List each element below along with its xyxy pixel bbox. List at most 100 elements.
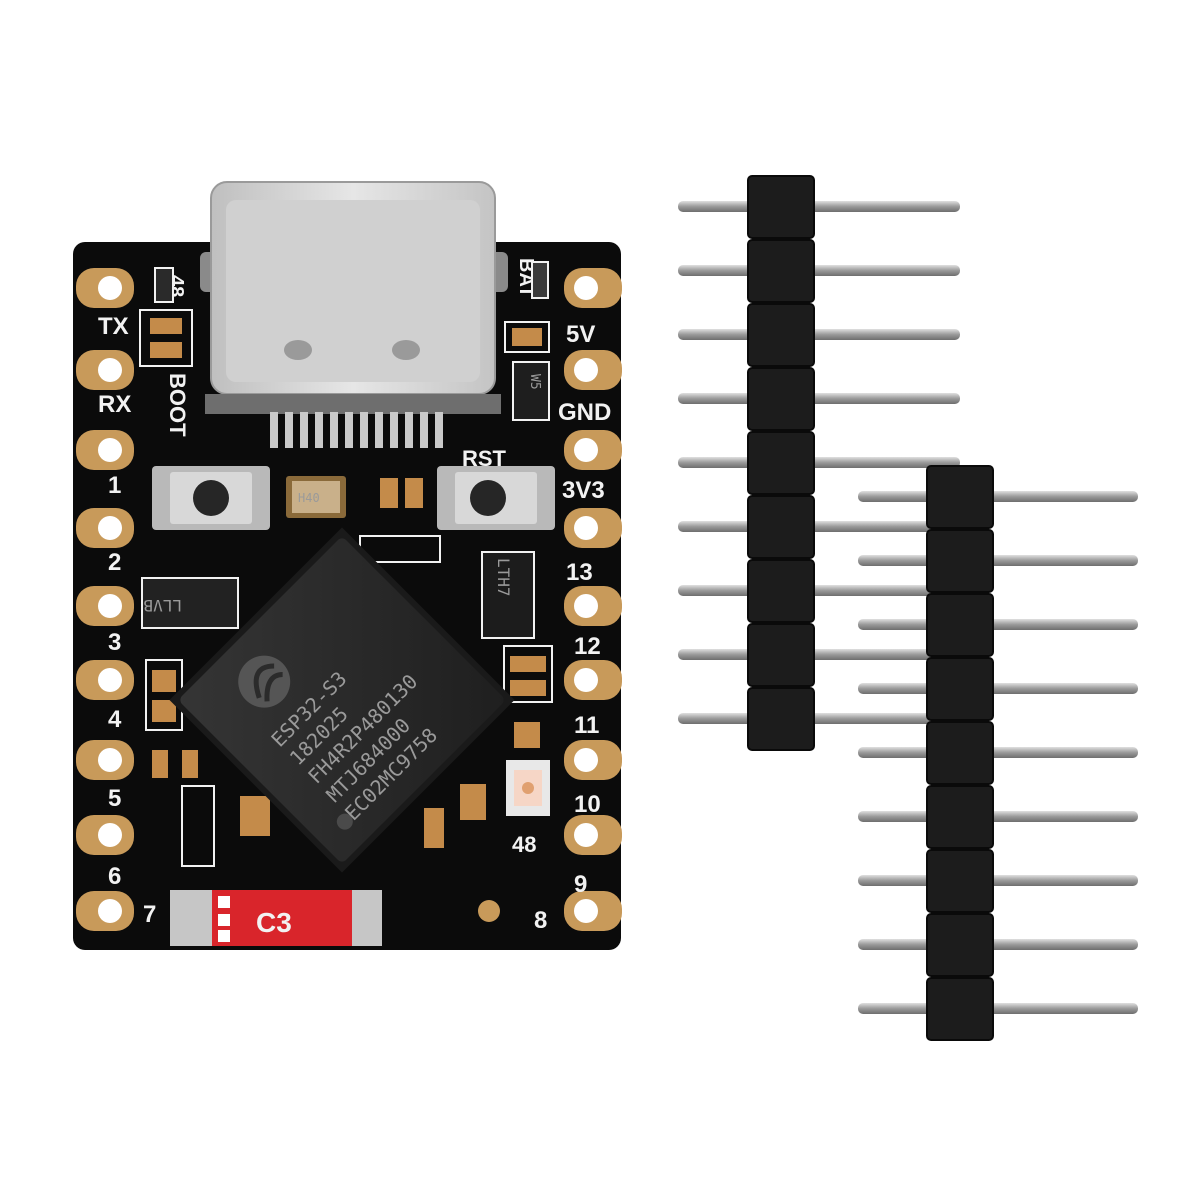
capacitor <box>512 328 542 346</box>
castellated-pad <box>76 660 134 700</box>
pin-label-right: 12 <box>574 633 601 660</box>
header-pin <box>858 721 1138 785</box>
header-pin <box>678 687 960 751</box>
header-pin <box>858 657 1138 721</box>
capacitor <box>510 656 546 672</box>
ic-marking: LTH7 <box>494 558 513 597</box>
capacitor <box>460 784 486 820</box>
header-pin <box>858 977 1138 1041</box>
pin-header-2 <box>858 465 1138 1041</box>
label-led-48: 48 <box>512 832 536 857</box>
usb-solder-pin <box>375 412 383 448</box>
header-pin <box>678 367 960 431</box>
espressif-logo <box>238 655 291 708</box>
crystal: H40 <box>286 476 346 518</box>
resistor <box>154 267 174 303</box>
castellated-pad <box>564 430 622 470</box>
usb-solder-pin <box>300 412 308 448</box>
castellated-pad <box>76 508 134 548</box>
capacitor <box>514 722 540 748</box>
usb-solder-pin <box>360 412 368 448</box>
capacitor <box>380 478 398 508</box>
pin-label-right: 11 <box>574 712 599 739</box>
pin-label-left: 4 <box>108 706 122 733</box>
pin-header-1 <box>678 175 960 751</box>
pin-label-left: 7 <box>143 901 156 928</box>
castellated-pad <box>564 660 622 700</box>
capacitor <box>152 750 168 778</box>
usb-detent-right <box>392 340 420 360</box>
castellated-pad <box>564 268 622 308</box>
castellated-pad <box>564 350 622 390</box>
label-boot: BOOT <box>165 373 190 437</box>
capacitor <box>150 318 182 334</box>
antenna-label: C3 <box>256 907 292 938</box>
usb-solder-pin <box>390 412 398 448</box>
castellated-pad <box>564 815 622 855</box>
header-pin <box>678 559 960 623</box>
capacitor <box>182 750 198 778</box>
capacitor <box>150 342 182 358</box>
pin-label-left: RX <box>98 391 131 418</box>
crystal-marking: H40 <box>298 491 320 505</box>
header-pin <box>858 849 1138 913</box>
capacitor-box <box>139 309 193 367</box>
header-pin <box>678 431 960 495</box>
pin-label-right: 8 <box>534 907 547 934</box>
usb-detent-left <box>284 340 312 360</box>
castellated-pad <box>564 891 622 931</box>
usb-solder-pin <box>315 412 323 448</box>
castellated-pad <box>76 740 134 780</box>
pin-label-left: 6 <box>108 863 121 890</box>
capacitor-box <box>181 785 215 867</box>
castellated-pad <box>76 430 134 470</box>
led-bat <box>531 261 549 299</box>
castellated-pad <box>76 268 134 308</box>
usb-solder-pins <box>270 412 443 448</box>
header-pin <box>858 913 1138 977</box>
boot-button[interactable] <box>152 466 270 530</box>
capacitor <box>152 700 176 722</box>
pin-label-left: TX <box>98 313 129 340</box>
castellated-pad <box>564 740 622 780</box>
castellated-pad <box>76 815 134 855</box>
diode <box>512 361 550 421</box>
left-pad-column <box>76 268 134 931</box>
usb-solder-pin <box>345 412 353 448</box>
header-pin <box>858 465 1138 529</box>
usb-solder-pin <box>405 412 413 448</box>
header-pin <box>858 785 1138 849</box>
capacitor-box <box>503 645 553 703</box>
header-pin <box>678 623 960 687</box>
diode-marking: W5 <box>527 374 542 390</box>
capacitor <box>424 808 444 848</box>
gold-via <box>478 900 500 922</box>
capacitor <box>152 670 176 692</box>
esp32-chip: ESP32-S3 182025 FH4R2P480130 MTJ684000 E… <box>169 527 515 873</box>
rst-button[interactable] <box>437 466 555 530</box>
header-pin <box>858 593 1138 657</box>
castellated-pad <box>76 891 134 931</box>
rgb-led <box>506 760 550 816</box>
ceramic-antenna: C3 <box>170 890 382 946</box>
capacitor <box>510 680 546 696</box>
castellated-pad <box>76 586 134 626</box>
header-pin <box>678 495 960 559</box>
pin-label-right: 13 <box>566 559 593 586</box>
pin-label-left: 1 <box>108 472 121 499</box>
pin-label-right: 5V <box>566 321 595 348</box>
header-pin <box>678 303 960 367</box>
usb-solder-pin <box>270 412 278 448</box>
usb-solder-pin <box>285 412 293 448</box>
castellated-pad <box>564 508 622 548</box>
capacitor-box <box>504 321 550 353</box>
header-pin <box>678 175 960 239</box>
castellated-pad <box>564 586 622 626</box>
header-pin <box>678 239 960 303</box>
pin-label-left: 2 <box>108 549 121 576</box>
pin-label-right: 10 <box>574 791 601 818</box>
